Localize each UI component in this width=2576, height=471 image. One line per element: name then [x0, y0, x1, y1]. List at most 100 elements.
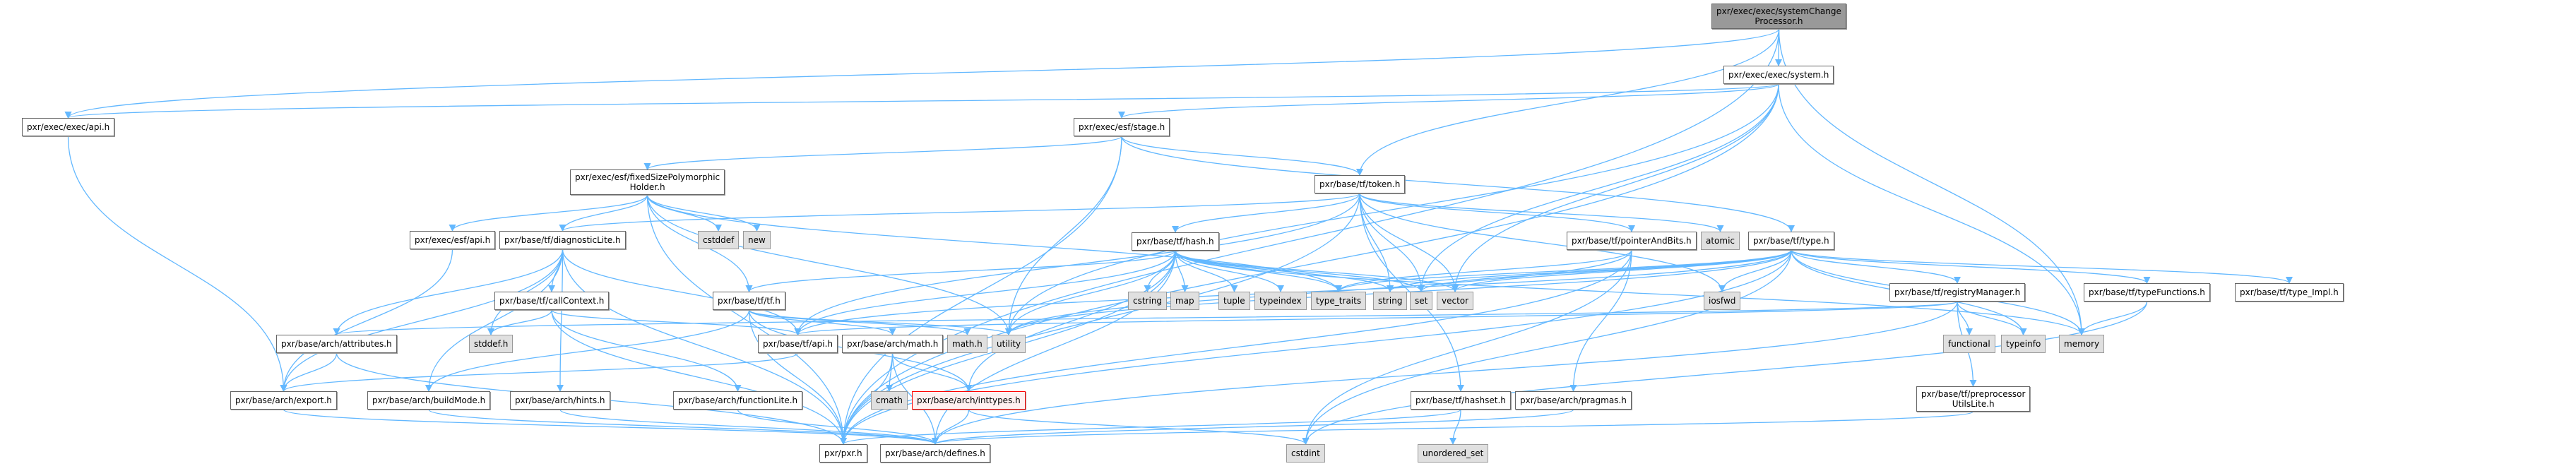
node-esfapi[interactable]: pxr/exec/esf/api.h: [410, 231, 496, 249]
edge-tfapi-to-export: [280, 352, 799, 392]
node-tf[interactable]: pxr/base/tf/tf.h: [713, 292, 785, 310]
node-label: pxr/base/arch/hints.h: [515, 395, 605, 405]
node-cstring: cstring: [1128, 292, 1168, 310]
node-label: math.h: [952, 339, 983, 349]
node-label: functional: [1948, 339, 1990, 349]
node-type[interactable]: pxr/base/tf/type.h: [1748, 232, 1834, 250]
node-pab[interactable]: pxr/base/tf/pointerAndBits.h: [1567, 232, 1697, 250]
node-token[interactable]: pxr/base/tf/token.h: [1314, 175, 1406, 193]
node-vector: vector: [1437, 292, 1474, 310]
node-label: memory: [2064, 339, 2100, 349]
node-typefn[interactable]: pxr/base/tf/typeFunctions.h: [2084, 283, 2210, 302]
edge-regmgr-to-defines: [932, 301, 1958, 445]
node-label: pxr/base/arch/defines.h: [885, 448, 985, 458]
edge-diag-to-export: [280, 249, 564, 392]
edge-token-to-diag: [559, 193, 1360, 232]
node-inttypes[interactable]: pxr/base/arch/inttypes.h: [912, 391, 1026, 410]
edge-esfapi-to-export: [280, 249, 453, 392]
node-defines[interactable]: pxr/base/arch/defines.h: [880, 444, 990, 463]
edge-tf-to-archmath: [748, 309, 896, 335]
node-label: pxr/base/tf/type.h: [1753, 236, 1829, 246]
node-label: pxr/base/tf/type_Impl.h: [2240, 287, 2339, 297]
edge-preproc-to-defines: [932, 411, 1974, 445]
node-label: utility: [997, 339, 1021, 349]
edge-diag-to-hints: [557, 249, 564, 392]
edge-hash-to-tf: [745, 250, 1176, 292]
node-attrs[interactable]: pxr/base/arch/attributes.h: [276, 335, 397, 353]
edge-hash-to-utility: [1005, 250, 1176, 335]
node-label: pxr/exec/esf/stage.h: [1079, 122, 1165, 132]
node-label: pxr/base/arch/export.h: [235, 395, 332, 405]
edge-hash-to-set: [1175, 250, 1425, 292]
node-pxr[interactable]: pxr/pxr.h: [819, 444, 867, 463]
node-label: pxr/base/tf/typeFunctions.h: [2089, 287, 2205, 297]
edge-system-to-execapi: [65, 83, 1779, 119]
node-label: pxr/exec/exec/system.h: [1728, 70, 1829, 80]
node-label: pxr/base/tf/diagnosticLite.h: [504, 235, 621, 245]
node-buildmode[interactable]: pxr/base/arch/buildMode.h: [367, 391, 491, 410]
node-label: cstddef: [703, 235, 735, 245]
node-hashset[interactable]: pxr/base/tf/hashset.h: [1411, 391, 1511, 410]
node-utility: utility: [992, 335, 1026, 353]
edge-stage-to-fsph: [643, 136, 1122, 170]
edge-archmath-to-pxr: [840, 352, 894, 445]
edge-hashset-to-unordered_set: [1449, 409, 1461, 445]
edge-stage-to-utility: [1005, 136, 1122, 335]
edge-inttypes-to-defines: [932, 409, 970, 445]
node-typeindex: typeindex: [1254, 292, 1307, 310]
node-archmath[interactable]: pxr/base/arch/math.h: [842, 335, 944, 353]
node-label: typeindex: [1259, 296, 1302, 306]
node-hints[interactable]: pxr/base/arch/hints.h: [510, 391, 610, 410]
edge-hash-to-map: [1175, 250, 1189, 292]
edge-tf-to-buildmode: [425, 309, 750, 392]
node-execapi[interactable]: pxr/exec/exec/api.h: [22, 118, 115, 136]
node-label: pxr/base/arch/functionLite.h: [678, 395, 798, 405]
node-label: vector: [1442, 296, 1469, 306]
edge-type-to-iosfwd: [1719, 249, 1792, 292]
edge-hints-to-defines: [559, 409, 939, 445]
edge-pab-to-type_traits: [1335, 249, 1632, 292]
edge-callctx-to-stddef: [487, 309, 552, 335]
node-stage[interactable]: pxr/exec/esf/stage.h: [1074, 118, 1170, 136]
edge-token-to-iosfwd: [1359, 193, 1726, 292]
edge-fsph-to-esfapi: [449, 194, 648, 232]
node-label: typeinfo: [2006, 339, 2041, 349]
node-label: iosfwd: [1709, 296, 1736, 306]
edge-type-to-string: [1387, 249, 1792, 292]
edge-fnlite-to-defines: [737, 409, 939, 445]
edge-pab-to-pragmas: [1569, 249, 1632, 392]
node-regmgr[interactable]: pxr/base/tf/registryManager.h: [1889, 283, 2026, 302]
node-label: pxr/exec/exec/api.h: [27, 122, 110, 132]
node-typeimpl[interactable]: pxr/base/tf/type_Impl.h: [2235, 283, 2344, 302]
node-system[interactable]: pxr/exec/exec/system.h: [1723, 66, 1834, 84]
edge-fsph-to-new: [646, 194, 761, 232]
edge-token-to-tfapi: [794, 193, 1360, 335]
node-fnlite[interactable]: pxr/base/arch/functionLite.h: [673, 391, 803, 410]
node-string: string: [1373, 292, 1408, 310]
edge-pab-to-cstdint: [1302, 249, 1632, 445]
node-label: pxr/base/arch/math.h: [847, 339, 939, 349]
node-label: pxr/exec/esf/fixedSizePolymorphic: [575, 172, 720, 182]
edge-hashset-to-pxr: [840, 409, 1461, 445]
node-hash[interactable]: pxr/base/tf/hash.h: [1132, 232, 1219, 251]
edge-hash-to-memory: [1175, 250, 2085, 335]
node-label: pxr/base/arch/attributes.h: [281, 339, 392, 349]
edge-tf-to-pxr: [748, 309, 847, 445]
node-diag[interactable]: pxr/base/tf/diagnosticLite.h: [499, 231, 626, 249]
node-callctx[interactable]: pxr/base/tf/callContext.h: [494, 292, 610, 310]
node-mathh: math.h: [947, 335, 987, 353]
edge-hash-to-string: [1175, 250, 1394, 292]
node-export[interactable]: pxr/base/arch/export.h: [230, 391, 337, 410]
node-label: pxr/base/arch/buildMode.h: [372, 395, 486, 405]
edge-type-to-typefn: [1791, 249, 2151, 284]
node-label: unordered_set: [1423, 448, 1484, 458]
node-tfapi[interactable]: pxr/base/tf/api.h: [758, 335, 838, 353]
node-map: map: [1170, 292, 1199, 310]
node-pragmas[interactable]: pxr/base/arch/pragmas.h: [1515, 391, 1632, 410]
edge-regmgr-to-tfapi: [795, 301, 1958, 335]
edge-fsph-to-cstddef: [646, 194, 722, 232]
edge-system-to-vector: [1452, 83, 1779, 292]
